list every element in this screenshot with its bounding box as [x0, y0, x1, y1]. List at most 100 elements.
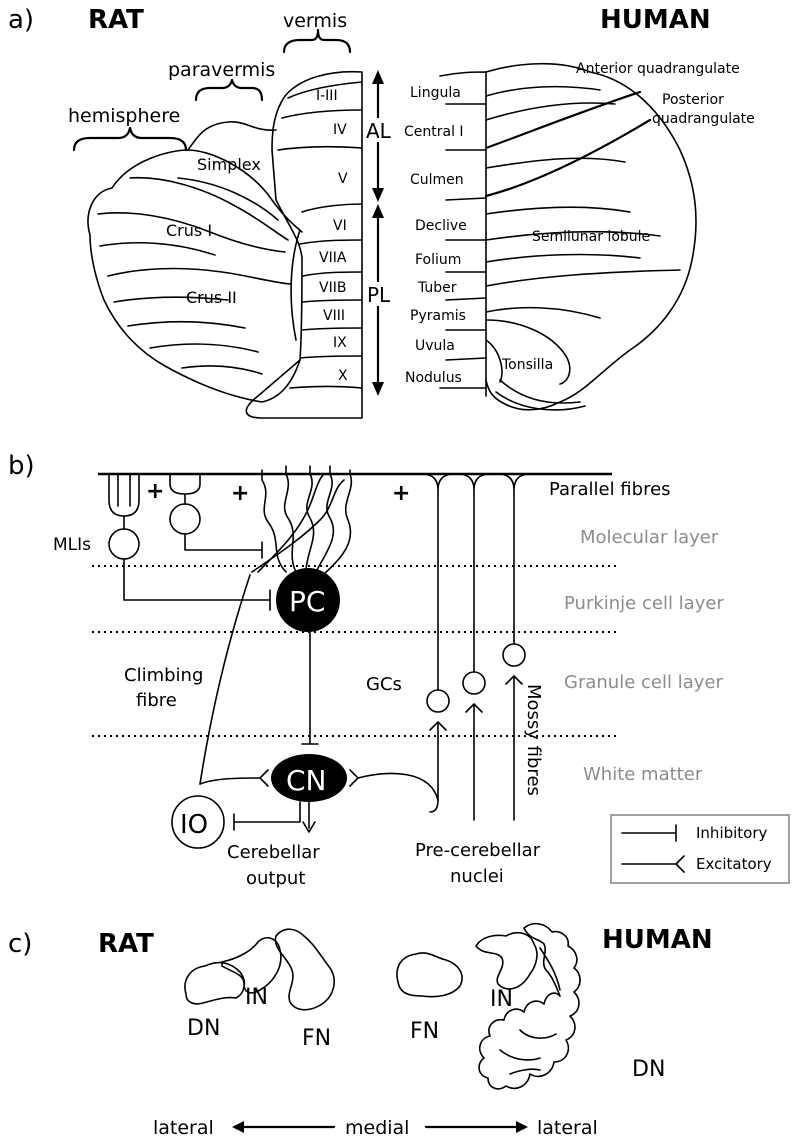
climbing-fibre [199, 574, 251, 785]
semilunar-label: Semilunar lobule [532, 229, 650, 245]
human-vermis-outline [439, 71, 487, 397]
gcs-label: GCs [366, 674, 402, 695]
plus-sign: + [231, 481, 249, 506]
rat-in-shape [221, 937, 282, 994]
human-vermis-label: Lingula [410, 85, 461, 101]
mossy-to-cn [357, 772, 439, 801]
panel-b-label: b) [8, 451, 35, 481]
human-in-label: IN [490, 987, 513, 1012]
human-in-shape [475, 931, 538, 990]
human-title-c: HUMAN [602, 925, 713, 955]
molecular-layer-label: Molecular layer [580, 527, 719, 548]
rat-fn-shape [274, 928, 335, 1011]
rat-dn-label: DN [187, 1016, 220, 1041]
output-label-1: Cerebellar [227, 842, 320, 863]
legend-excitatory: Excitatory [696, 855, 772, 873]
rat-fn-label: FN [302, 1026, 331, 1051]
human-fn-shape [396, 952, 463, 998]
simplex-label: Simplex [197, 155, 261, 174]
human-vermis-label: Central I [404, 124, 464, 140]
human-vermis-label: Declive [415, 218, 467, 234]
lobule-label: X [338, 368, 348, 384]
human-title: HUMAN [600, 5, 711, 35]
hemisphere-bracket [72, 126, 188, 152]
human-dn-shape [478, 922, 581, 1090]
panel-b: b) Parallel fibres Molecular layer Purki… [8, 451, 790, 889]
lobule-label: VIII [323, 308, 345, 324]
rat-hemisphere-outline [87, 121, 301, 403]
rat-lobule-labels: I-III IV V VI VIIA VIIB VIII IX X [316, 88, 348, 384]
rat-title-c: RAT [98, 929, 154, 959]
human-hemisphere-folia [484, 85, 681, 411]
mli-cells [108, 473, 271, 611]
precereb-label-2: nuclei [450, 866, 504, 887]
pc-cell [276, 568, 340, 632]
plus-sign: + [146, 479, 164, 504]
pc-axon [301, 631, 319, 745]
cn-cell [271, 754, 347, 802]
climbing-label-1: Climbing [124, 665, 203, 686]
lobule-label: I-III [316, 88, 338, 104]
al-label: AL [366, 119, 392, 143]
vermis-label: vermis [283, 10, 347, 32]
human-vermis-label: Folium [415, 252, 461, 268]
pl-label: PL [367, 283, 391, 307]
cn-excitatory-right [349, 769, 359, 787]
climbing-label-2: fibre [136, 690, 177, 711]
lobule-label: V [338, 171, 348, 187]
rat-dn-shape [184, 961, 246, 1005]
parallel-fibres-label: Parallel fibres [549, 479, 671, 500]
io-to-cn [199, 777, 261, 785]
white-matter-label: White matter [583, 764, 703, 785]
posterior-quad-label-1: Posterior [662, 92, 724, 108]
pc-label: PC [289, 585, 325, 618]
lobule-label: IV [333, 122, 347, 138]
cn-output [302, 801, 316, 833]
lobule-label: VIIB [319, 280, 346, 296]
panel-a-label: a) [8, 5, 34, 35]
rat-in-label: IN [245, 985, 268, 1010]
cn-excitatory-left [259, 769, 269, 787]
paravermis-bracket [194, 78, 264, 102]
legend-inhibitory: Inhibitory [696, 824, 768, 842]
anterior-quad-label: Anterior quadrangulate [576, 61, 740, 77]
mossy-label: Mossy fibres [523, 684, 544, 796]
panel-c: c) RAT HUMAN DN IN FN FN IN DN lateral m… [8, 922, 713, 1139]
mlis-label: MLIs [53, 535, 91, 555]
output-label-2: output [246, 868, 305, 889]
human-vermis-label: Pyramis [410, 308, 466, 324]
axis-lateral-left: lateral [153, 1117, 214, 1139]
crus2-label: Crus II [186, 288, 237, 307]
human-vermis-labels: Lingula Central I Culmen Declive Folium … [404, 85, 467, 386]
axis-lateral-right: lateral [537, 1117, 598, 1139]
lobule-label: IX [333, 335, 347, 351]
paravermis-label: paravermis [168, 59, 275, 81]
crus1-label: Crus I [166, 221, 212, 240]
excitatory-symbol [621, 855, 685, 873]
tonsilla-label: Tonsilla [501, 357, 553, 373]
human-vermis-label: Nodulus [405, 370, 462, 386]
inhibitory-symbol [621, 824, 677, 842]
panel-c-label: c) [8, 929, 32, 959]
hemisphere-label: hemisphere [68, 105, 180, 127]
human-vermis-label: Tuber [417, 280, 457, 296]
granule-layer-label: Granule cell layer [564, 672, 723, 693]
io-label: IO [180, 810, 208, 840]
vermis-bracket [282, 28, 352, 54]
human-vermis-dividers [439, 103, 487, 389]
io-cell [171, 795, 225, 849]
purkinje-layer-label: Purkinje cell layer [564, 593, 724, 614]
granule-cells [421, 473, 531, 713]
plus-sign: + [392, 481, 410, 506]
legend: Inhibitory Excitatory [610, 814, 790, 884]
pc-dendrites [251, 465, 353, 575]
cn-to-io-inhibition [233, 801, 301, 831]
rat-title: RAT [88, 5, 144, 35]
human-fn-label: FN [410, 1019, 439, 1044]
human-vermis-label: Culmen [410, 172, 464, 188]
human-vermis-label: Uvula [415, 338, 455, 354]
posterior-quad-label-2: quadrangulate [652, 111, 755, 127]
panel-a: a) RAT HUMAN vermis paravermis hemispher… [8, 5, 755, 419]
lobule-label: VI [333, 218, 347, 234]
